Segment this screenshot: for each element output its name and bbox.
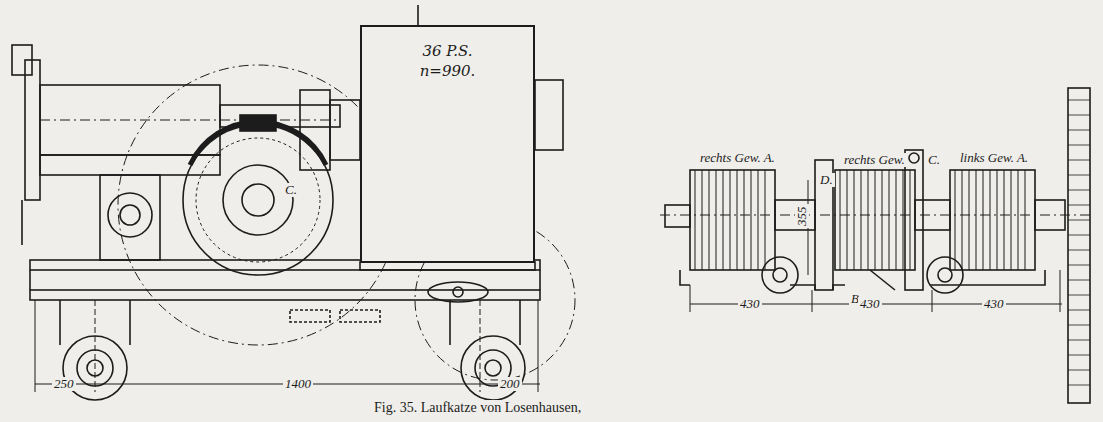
dimension-label: 430 xyxy=(738,297,762,311)
dimension-label: 250 xyxy=(52,377,76,391)
figure-caption: Fig. 35. Laufkatze von Losenhausen, xyxy=(372,400,583,416)
motor-rating: n=990. xyxy=(420,61,476,81)
dimension-label: 1400 xyxy=(283,377,313,391)
dimension-label: 355 xyxy=(795,205,809,229)
part-label: C. xyxy=(926,153,942,167)
part-label: C. xyxy=(283,183,299,197)
part-label: rechts Gew. A. xyxy=(698,151,777,165)
dimension-label: 200 xyxy=(498,377,522,391)
motor-housing: 36 P.S.n=990. xyxy=(360,25,535,263)
dimension-label: 430 xyxy=(982,297,1006,311)
part-label: rechts Gew. xyxy=(842,153,907,167)
dimension-label: 430 xyxy=(858,297,882,311)
motor-rating: 36 P.S. xyxy=(422,41,472,61)
part-label: links Gew. A. xyxy=(958,151,1030,165)
part-label: D. xyxy=(818,173,835,187)
